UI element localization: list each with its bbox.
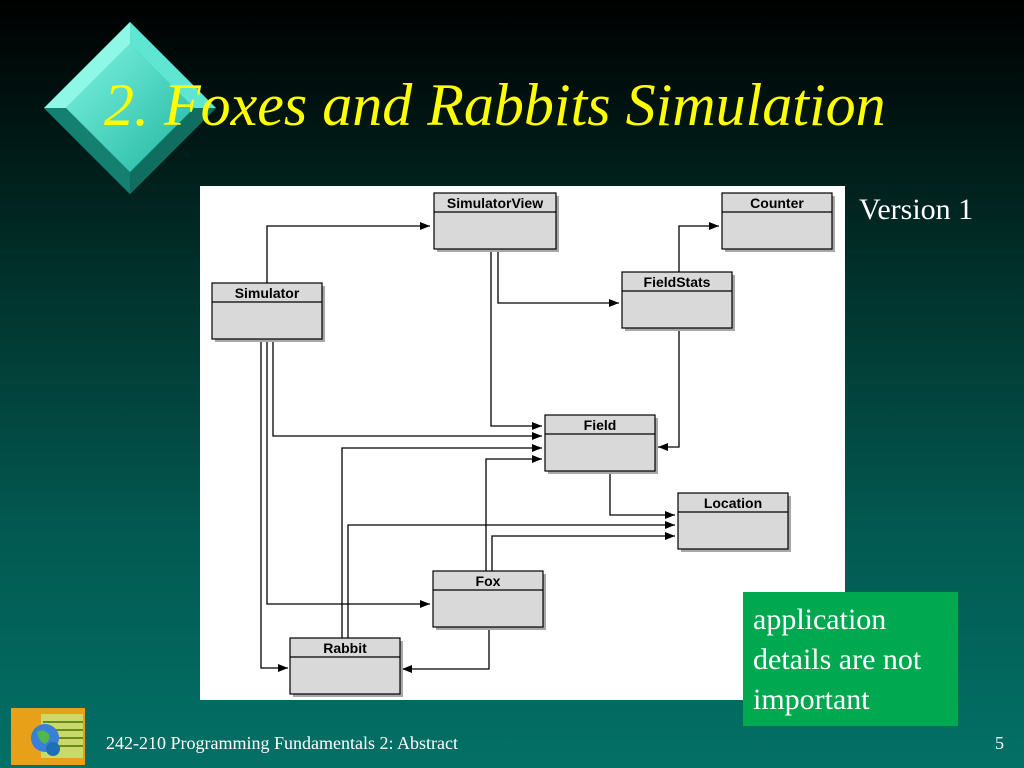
slide-title: 2. Foxes and Rabbits Simulation — [104, 72, 886, 138]
class-simulator: Simulator — [211, 282, 325, 342]
arrow-simulatorview-to-fieldstats — [497, 248, 619, 307]
class-name: Location — [704, 495, 762, 511]
class-diagram-svg: SimulatorView Counter Simulator FieldSta… — [211, 192, 835, 697]
class-name: Simulator — [235, 285, 300, 301]
arrow-simulator-to-field — [272, 338, 542, 440]
class-fox: Fox — [432, 570, 546, 630]
page-number: 5 — [995, 733, 1004, 753]
class-counter: Counter — [721, 192, 835, 252]
class-field: Field — [544, 414, 658, 474]
arrow-rabbit-to-location — [347, 521, 675, 638]
title-diamond-icon — [44, 22, 216, 194]
class-simulatorview: SimulatorView — [433, 192, 559, 252]
course-logo-icon — [11, 708, 85, 765]
callout-line: details are not — [753, 643, 922, 676]
arrow-fox-to-field — [485, 455, 542, 571]
arrow-simulator-to-fox — [266, 338, 430, 608]
arrow-rabbit-to-field — [341, 444, 542, 638]
dependency-arrows — [260, 222, 719, 673]
class-location: Location — [677, 492, 791, 552]
arrow-simulatorview-to-field — [490, 248, 542, 430]
arrow-simulator-to-simulatorview — [266, 222, 430, 284]
arrow-fieldstats-to-counter — [678, 222, 719, 272]
class-name: FieldStats — [644, 274, 711, 290]
arrow-simulator-to-rabbit — [260, 338, 288, 672]
version-label: Version 1 — [859, 193, 974, 226]
class-name: Counter — [750, 195, 804, 211]
class-rabbit: Rabbit — [289, 637, 403, 697]
callout-box: application details are not important — [743, 592, 958, 726]
class-diagram: SimulatorView Counter Simulator FieldSta… — [200, 186, 845, 700]
class-fieldstats: FieldStats — [621, 271, 735, 331]
arrow-fox-to-location — [491, 532, 675, 571]
arrow-fieldstats-to-field — [658, 328, 680, 451]
class-name: SimulatorView — [447, 195, 543, 211]
class-name: Fox — [476, 573, 501, 589]
class-name: Rabbit — [323, 640, 367, 656]
callout-line: important — [753, 683, 870, 716]
callout-line: application — [753, 603, 887, 636]
footer-course-title: 242-210 Programming Fundamentals 2: Abst… — [106, 733, 458, 753]
class-name: Field — [584, 417, 617, 433]
arrow-fox-to-rabbit — [402, 626, 490, 673]
arrow-field-to-location — [609, 470, 675, 519]
